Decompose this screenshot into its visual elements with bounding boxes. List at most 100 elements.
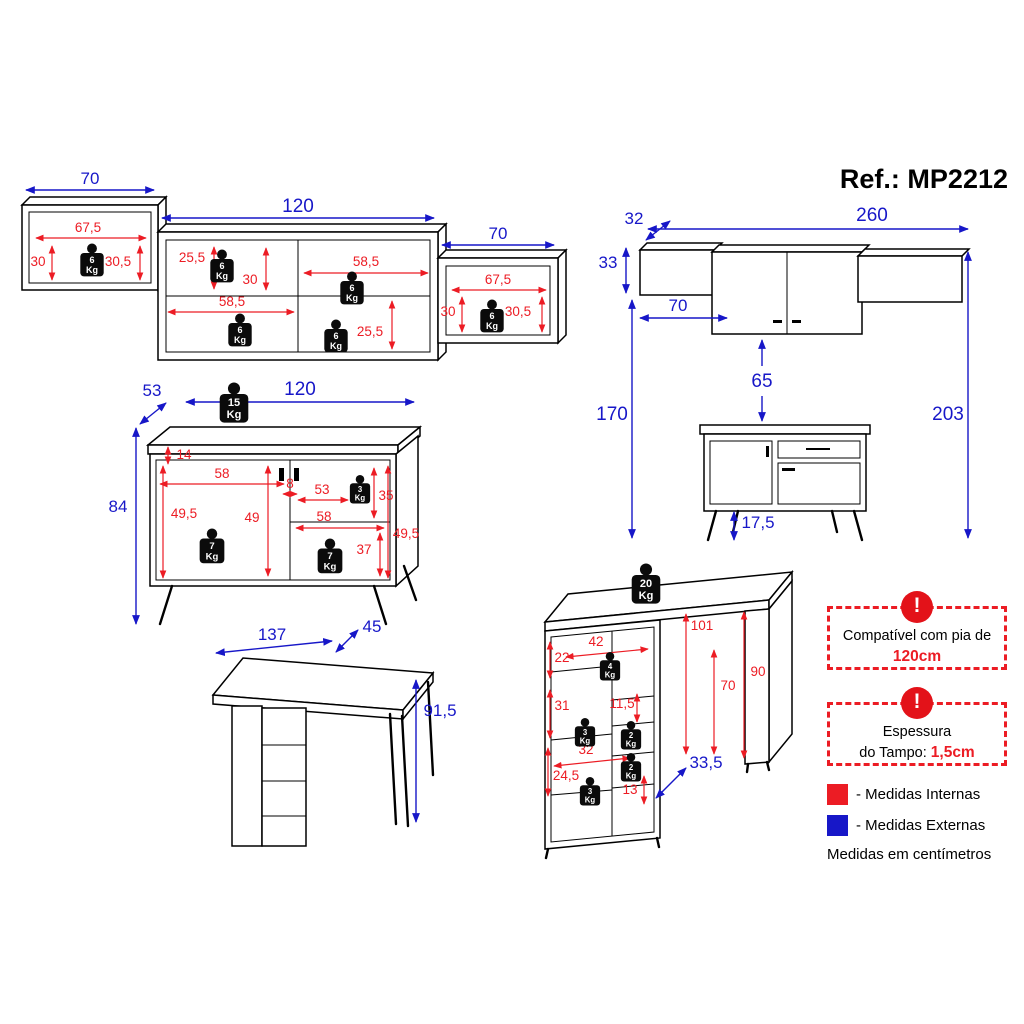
svg-text:Kg: Kg	[330, 341, 342, 351]
dim-right-inner-height1: 30	[440, 304, 455, 319]
weight-capacity-badge: 6Kg	[324, 319, 348, 353]
svg-text:Kg: Kg	[585, 795, 596, 804]
svg-text:3: 3	[358, 485, 363, 494]
top-face	[436, 249, 568, 259]
weight-capacity-badge: 6Kg	[210, 249, 234, 283]
leg-line	[706, 509, 718, 542]
dim-buffet-w2: 53	[314, 482, 329, 497]
svg-text:Kg: Kg	[206, 551, 219, 562]
dim-line	[215, 638, 333, 656]
weight-capacity-badge: 7Kg	[317, 538, 343, 574]
leg-line	[426, 680, 435, 777]
dim-leg-height: 17,5	[741, 513, 774, 532]
dim-wall-mid-width: 120	[282, 196, 314, 217]
svg-text:Kg: Kg	[626, 771, 637, 780]
kitchen-set-elevation-view: 32 260 33 70 65 170 203 17,5	[596, 205, 972, 542]
weight-capacity-badge: 6Kg	[80, 243, 104, 277]
dim-line	[335, 629, 359, 653]
door-handle	[782, 468, 795, 471]
notice-top-highlight: 1,5cm	[930, 744, 975, 762]
cabinet-outline	[857, 255, 963, 303]
cabinet-inner	[445, 265, 551, 336]
countertop-thickness-notice: ! Espessura do Tampo: 1,5cm	[827, 687, 1007, 766]
dim-buffet-top-gap: 14	[176, 447, 192, 462]
dim-buffet-h4: 37	[356, 542, 371, 557]
cabinet-inner	[28, 211, 152, 284]
dim-buffet-h3: 35	[378, 488, 393, 503]
svg-text:Kg: Kg	[486, 321, 498, 331]
svg-text:15: 15	[228, 397, 240, 409]
door-panel	[777, 462, 861, 505]
sink-compatibility-notice: ! Compatível com pia de 120cm	[827, 591, 1007, 670]
dim-counter-open-height: 70	[720, 678, 735, 693]
dim-right-inner-width: 67,5	[485, 272, 511, 287]
dim-mid-inner-width1: 58,5	[353, 254, 379, 269]
legend-units-label: Medidas em centímetros	[827, 846, 992, 863]
countertop	[699, 424, 871, 435]
svg-text:6: 6	[333, 331, 338, 341]
dim-counter-h4: 24,5	[553, 768, 579, 783]
dim-line	[139, 402, 167, 425]
svg-text:Kg: Kg	[227, 409, 242, 421]
side-face	[557, 248, 567, 345]
weight-capacity-badge: 6Kg	[340, 271, 364, 305]
notice-sink-text: Compatível com pia de	[842, 628, 992, 644]
dim-line	[655, 767, 687, 799]
cabinet-outline	[703, 433, 867, 512]
dim-wall-height: 33	[599, 253, 618, 272]
svg-text:Kg: Kg	[626, 739, 637, 748]
internal-color-swatch	[827, 784, 848, 805]
warning-icon: !	[901, 591, 933, 623]
dim-counter-right-height: 90	[750, 664, 765, 679]
dim-line	[645, 220, 671, 241]
door-handle	[279, 468, 284, 481]
leg-line	[830, 509, 839, 534]
svg-text:Kg: Kg	[605, 670, 616, 679]
weight-capacity-badge: 6Kg	[480, 299, 504, 333]
door-panel	[709, 440, 773, 505]
leg-line	[402, 564, 418, 602]
dim-desk-depth: 45	[363, 617, 382, 636]
top-face	[638, 242, 724, 251]
dim-left-inner-width: 67,5	[75, 220, 101, 235]
leg-line	[745, 762, 750, 774]
buffet-cabinet-view: 53 120 84 14 58 49,5 49 8 53 35 58 37 49…	[109, 379, 423, 626]
legend-internal-row: - Medidas Internas	[827, 784, 991, 805]
weight-capacity-badge: 6Kg	[228, 313, 252, 347]
dim-wall-right-width: 70	[489, 224, 508, 243]
dim-buffet-h5: 49,5	[393, 526, 419, 541]
shelf-unit	[261, 707, 307, 847]
svg-text:4: 4	[608, 662, 613, 671]
leg-line	[544, 847, 550, 860]
svg-text:Kg: Kg	[324, 561, 337, 572]
dim-gap-height: 65	[751, 371, 772, 392]
dim-mid-inner-height3: 25,5	[357, 324, 383, 339]
dim-total-height: 203	[932, 404, 964, 425]
dim-wall-bottom-to-floor: 170	[596, 404, 628, 425]
svg-text:3: 3	[583, 728, 588, 737]
weight-capacity-badge: 3Kg	[574, 718, 596, 747]
measurement-legend: - Medidas Internas - Medidas Externas Me…	[827, 784, 991, 863]
top-face	[145, 426, 423, 446]
weight-capacity-badge: 4Kg	[599, 652, 621, 681]
dim-buffet-h1: 49,5	[171, 506, 197, 521]
dim-left-inner-height2: 30,5	[105, 254, 131, 269]
top-face	[156, 223, 448, 233]
svg-text:7: 7	[209, 541, 214, 552]
leg-line	[655, 836, 661, 849]
dim-line	[565, 646, 649, 660]
svg-text:6: 6	[89, 255, 94, 265]
dim-desk-width: 137	[258, 625, 286, 644]
dim-desk-height: 91,5	[423, 701, 456, 720]
leg-line	[372, 584, 388, 626]
legend-external-row: - Medidas Externas	[827, 815, 991, 836]
dim-counter-w1: 42	[588, 634, 603, 649]
dim-buffet-gap: 8	[286, 476, 294, 491]
legend-internal-label: - Medidas Internas	[856, 786, 981, 803]
desk-view: 137 45 91,5	[211, 617, 457, 847]
end-panel	[744, 608, 770, 765]
svg-text:2: 2	[629, 763, 634, 772]
